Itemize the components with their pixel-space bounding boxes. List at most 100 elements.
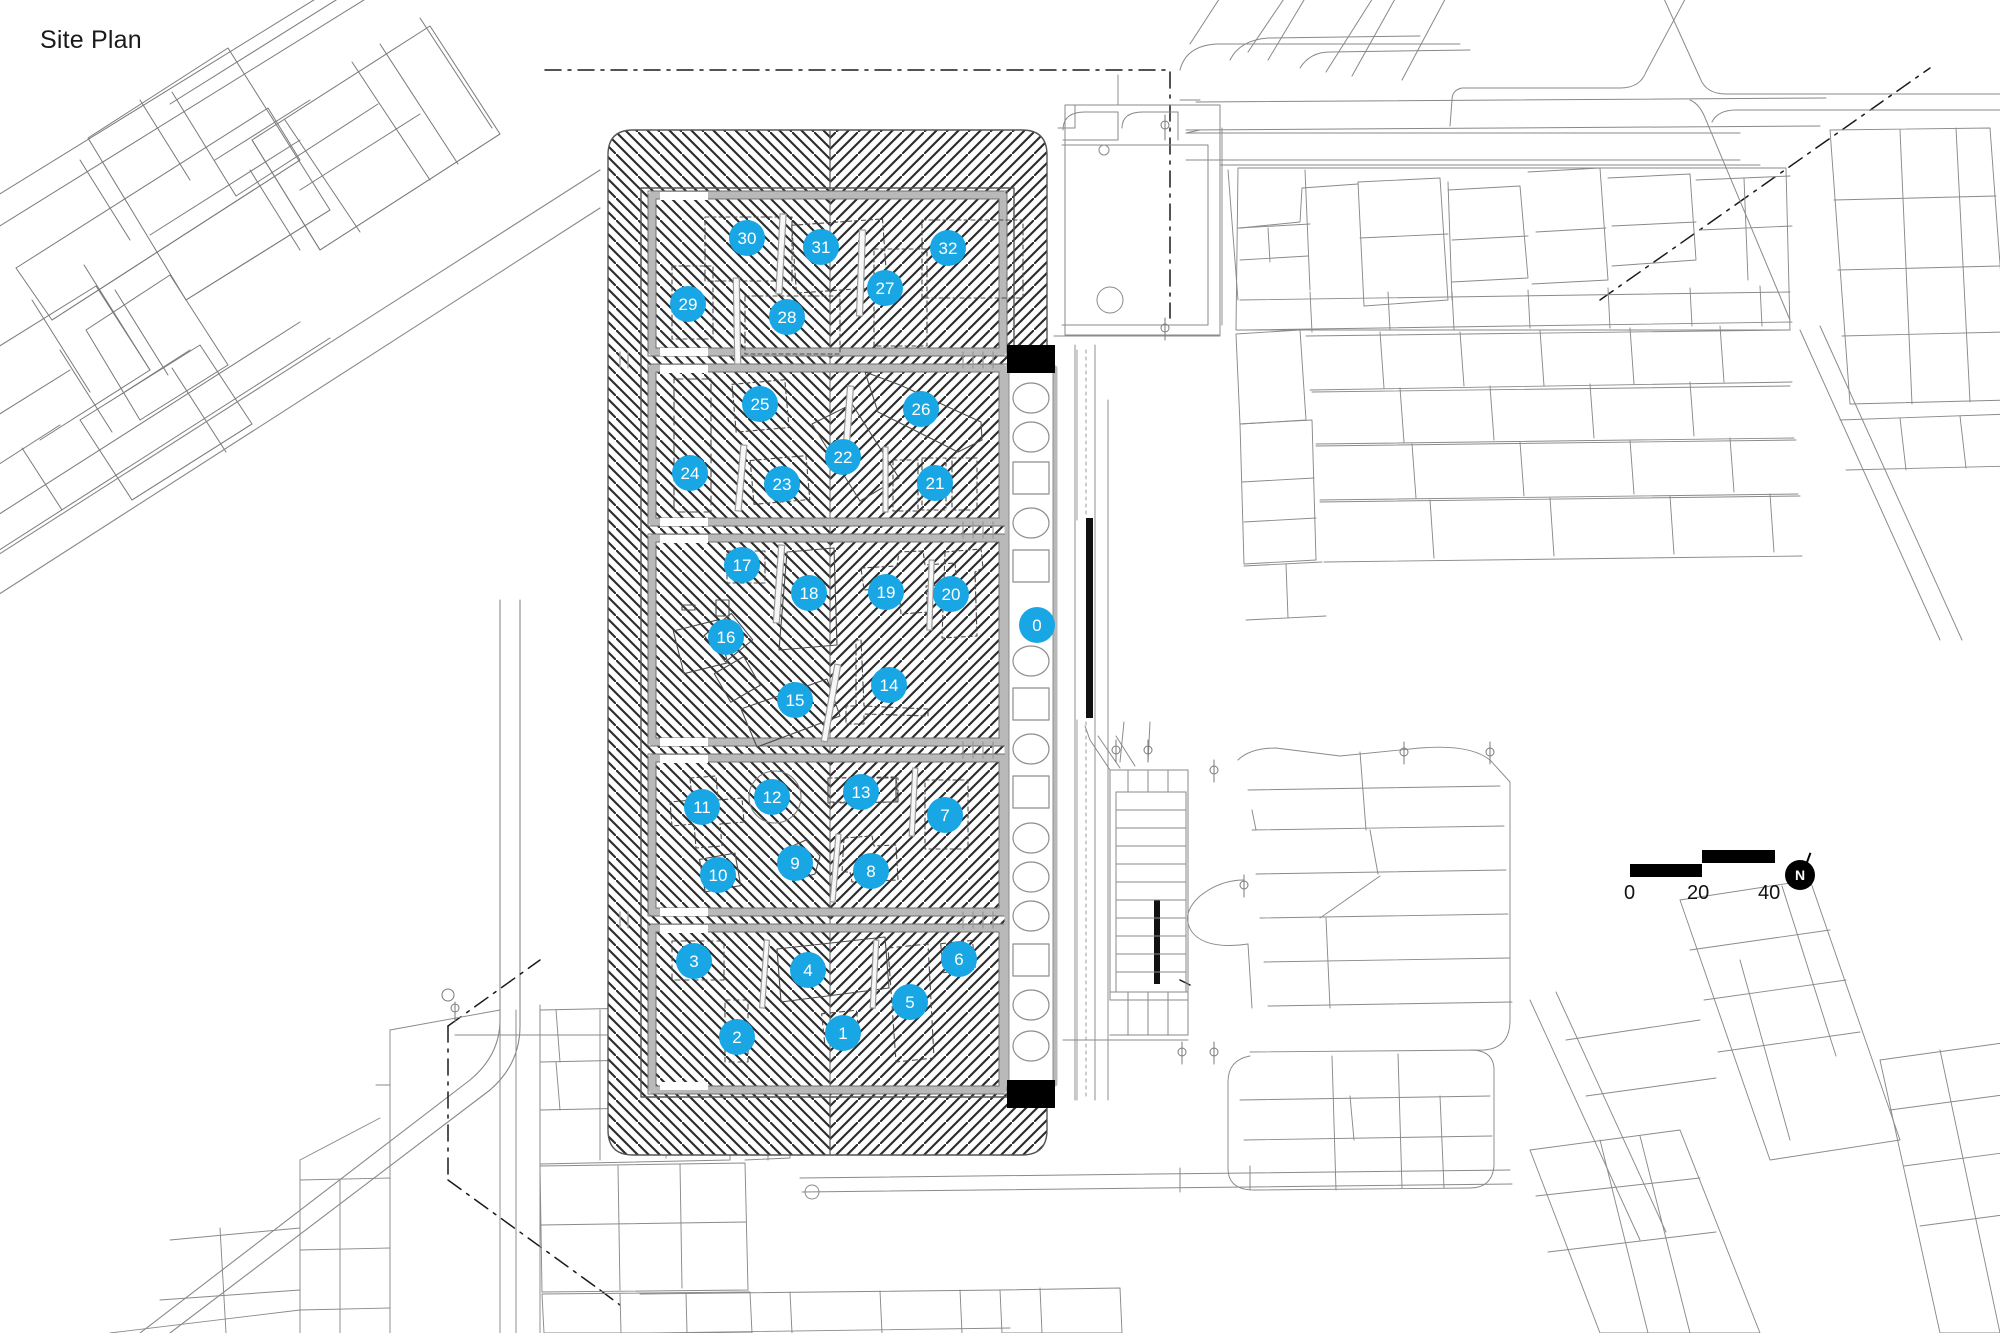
plot-marker-0[interactable]: 0 <box>1019 607 1055 643</box>
plot-marker-label: 29 <box>678 294 698 314</box>
scale-tick-0: 0 <box>1624 882 1636 904</box>
plot-marker-label: 27 <box>875 278 895 298</box>
plot-marker-13[interactable]: 13 <box>843 774 879 810</box>
plot-marker-label: 10 <box>708 865 728 885</box>
plot-marker-29[interactable]: 29 <box>670 286 706 322</box>
scale-bar-labels: 0 20 40 <box>1624 882 1805 908</box>
plot-marker-23[interactable]: 23 <box>764 466 800 502</box>
plot-marker-label: 26 <box>911 399 931 419</box>
west-streets <box>0 169 601 1333</box>
perimeter-paving-band <box>608 130 1047 1155</box>
plot-marker-label: 30 <box>737 228 757 248</box>
scale-bar-segment-1 <box>1630 864 1702 877</box>
plot-marker-label: 19 <box>876 582 896 602</box>
plot-marker-label: 16 <box>716 627 736 647</box>
plot-marker-31[interactable]: 31 <box>803 229 839 265</box>
east-main-roads <box>1074 74 1119 1101</box>
plot-marker-label: 25 <box>750 394 770 414</box>
courtyard-wall-openings <box>660 192 708 1090</box>
plot-marker-19[interactable]: 19 <box>868 574 904 610</box>
complex-outer-boundary <box>607 129 1048 1156</box>
plot-marker-label: 1 <box>838 1023 848 1043</box>
plot-marker-21[interactable]: 21 <box>917 465 953 501</box>
plot-marker-label: 6 <box>954 949 964 969</box>
plot-marker-25[interactable]: 25 <box>742 386 778 422</box>
north-arrow: N <box>1785 852 1823 890</box>
plot-marker-2[interactable]: 2 <box>719 1019 755 1055</box>
plot-marker-label: 5 <box>905 992 915 1012</box>
plot-marker-label: 28 <box>777 307 797 327</box>
plot-marker-16[interactable]: 16 <box>708 619 744 655</box>
plot-marker-28[interactable]: 28 <box>769 299 805 335</box>
courtyard-4-slabs <box>829 767 919 903</box>
east-street-intersection <box>1449 0 2000 641</box>
plot-marker-3[interactable]: 3 <box>676 943 712 979</box>
south-street <box>799 1165 1513 1200</box>
courtyard-gate-grilles <box>619 351 994 929</box>
page-title: Site Plan <box>40 26 142 54</box>
plot-marker-label: 20 <box>941 584 961 604</box>
courtyard-4-objects <box>669 770 969 893</box>
plot-marker-15[interactable]: 15 <box>777 682 813 718</box>
far-east-urban-fabric <box>1829 127 2000 471</box>
plot-marker-4[interactable]: 4 <box>790 952 826 988</box>
plot-marker-label: 22 <box>833 447 853 467</box>
courtyard-1-slabs <box>732 213 867 365</box>
dimension-tick-symbols <box>441 114 1495 1065</box>
plot-marker-20[interactable]: 20 <box>933 576 969 612</box>
plot-marker-label: 21 <box>925 473 945 493</box>
plot-marker-7[interactable]: 7 <box>927 797 963 833</box>
plot-marker-label: 17 <box>732 555 752 575</box>
plot-marker-5[interactable]: 5 <box>892 984 928 1020</box>
scale-bar: 0 20 40 <box>1624 850 1805 908</box>
plot-marker-26[interactable]: 26 <box>903 391 939 427</box>
scale-bar-segment-2 <box>1702 850 1775 863</box>
plot-marker-label: 13 <box>851 782 871 802</box>
plot-marker-label: 9 <box>790 853 800 873</box>
east-road-ladder <box>1076 349 1087 1101</box>
plot-marker-6[interactable]: 6 <box>941 941 977 977</box>
plot-marker-label: 14 <box>879 675 899 695</box>
plot-marker-27[interactable]: 27 <box>867 270 903 306</box>
plot-marker-label: 23 <box>772 474 792 494</box>
scale-bar-graphic <box>1630 850 1775 878</box>
plot-marker-22[interactable]: 22 <box>825 439 861 475</box>
plot-marker-11[interactable]: 11 <box>684 789 720 825</box>
plot-marker-12[interactable]: 12 <box>754 779 790 815</box>
northeast-road-corridors <box>1179 0 1827 131</box>
plot-marker-14[interactable]: 14 <box>871 667 907 703</box>
plot-marker-24[interactable]: 24 <box>672 455 708 491</box>
plot-marker-label: 11 <box>693 797 711 817</box>
property-boundary-dashdot <box>447 67 1931 1306</box>
plot-marker-label: 3 <box>689 951 699 971</box>
southeast-parcels <box>1187 746 1667 1241</box>
plot-marker-label: 4 <box>803 960 813 980</box>
courtyard-walls <box>648 191 1007 1094</box>
plot-marker-30[interactable]: 30 <box>729 220 765 256</box>
plot-marker-8[interactable]: 8 <box>853 853 889 889</box>
plot-marker-label: 15 <box>785 690 805 710</box>
plot-marker-18[interactable]: 18 <box>791 575 827 611</box>
plot-marker-32[interactable]: 32 <box>930 230 966 266</box>
north-label: N <box>1785 860 1815 890</box>
plot-marker-label: 12 <box>762 787 782 807</box>
plot-marker-label: 0 <box>1032 615 1042 635</box>
plot-marker-17[interactable]: 17 <box>724 547 760 583</box>
scale-tick-40: 40 <box>1758 882 1781 904</box>
plot-marker-label: 2 <box>732 1027 742 1047</box>
plot-marker-label: 18 <box>799 583 819 603</box>
plot-marker-1[interactable]: 1 <box>825 1015 861 1051</box>
scale-tick-20: 20 <box>1687 882 1710 904</box>
plot-marker-label: 24 <box>680 463 700 483</box>
east-plaza-and-roads <box>1053 104 1221 337</box>
plot-marker-10[interactable]: 10 <box>700 857 736 893</box>
courtyard-3-slabs <box>772 544 935 743</box>
south-east-blocks <box>1529 879 2000 1333</box>
plot-marker-9[interactable]: 9 <box>777 845 813 881</box>
east-stair-ramp <box>1062 721 1189 1041</box>
plot-marker-label: 8 <box>866 861 876 881</box>
northeast-urban-fabric <box>1185 127 1803 621</box>
northwest-urban-fabric <box>0 0 501 551</box>
